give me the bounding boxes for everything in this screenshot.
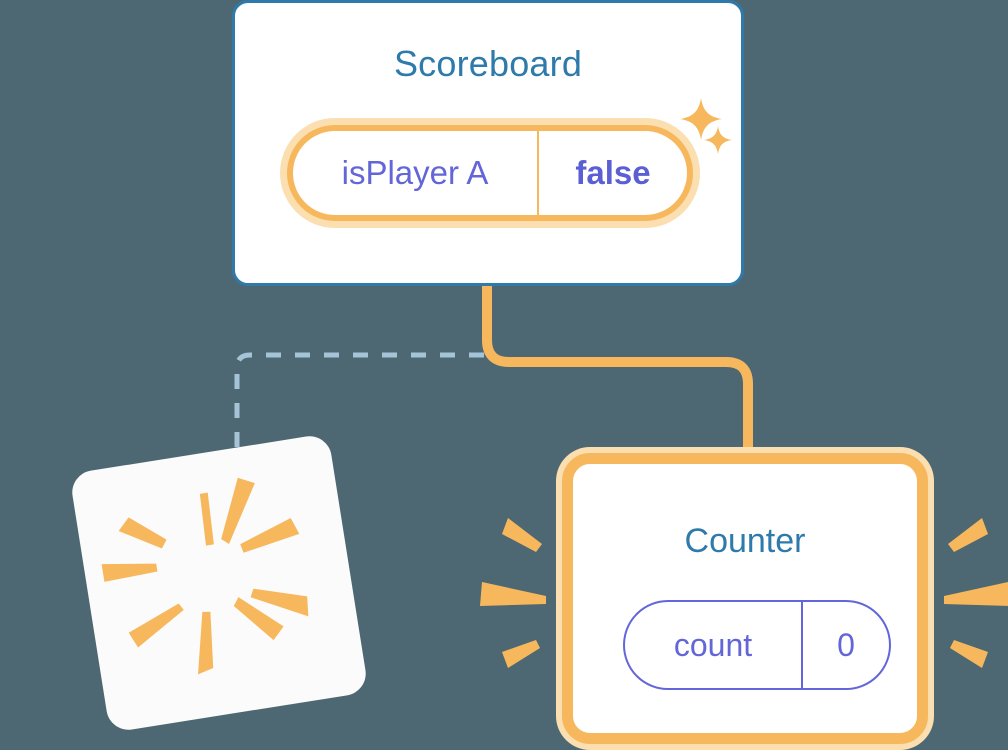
counter-card-body: Counter count 0 bbox=[562, 453, 928, 744]
scoreboard-to-counter-wire bbox=[482, 283, 753, 460]
rerender-burst-card[interactable] bbox=[69, 433, 369, 733]
counter-card[interactable]: Counter count 0 bbox=[556, 447, 934, 750]
scoreboard-title: Scoreboard bbox=[393, 43, 583, 84]
scoreboard-state-pill[interactable]: isPlayer A false bbox=[280, 118, 700, 228]
pill-body: isPlayer A false bbox=[287, 125, 693, 221]
scoreboard-card[interactable]: Scoreboard isPlayer A false bbox=[232, 0, 744, 286]
counter-state-key: count bbox=[625, 602, 803, 688]
scoreboard-state-key: isPlayer A bbox=[293, 131, 539, 215]
counter-left-rays-icon bbox=[480, 518, 546, 668]
burst-rays-icon bbox=[101, 477, 309, 675]
sparkle-small-icon bbox=[704, 126, 732, 154]
scoreboard-state-value: false bbox=[575, 154, 651, 191]
counter-title: Counter bbox=[684, 522, 806, 560]
sparkle-large-icon bbox=[680, 98, 722, 140]
counter-state-value: 0 bbox=[837, 626, 855, 663]
counter-state-pill[interactable]: count 0 bbox=[623, 600, 891, 690]
counter-right-rays-icon bbox=[944, 518, 1008, 668]
